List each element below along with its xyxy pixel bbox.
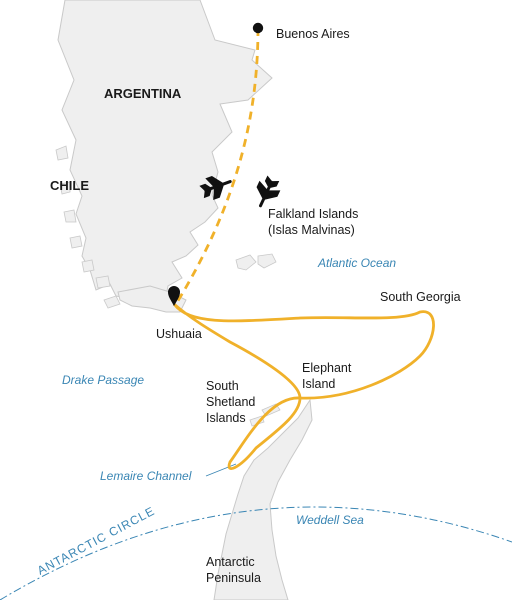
atlantic-ocean-label: Atlantic Ocean	[317, 256, 396, 270]
antarctic-peninsula-label-line1: Antarctic	[206, 555, 255, 569]
voyage-route	[172, 302, 435, 470]
south-shetland-label-line2: Shetland	[206, 395, 255, 409]
south-america-landmass	[57, 0, 273, 301]
falkland-label-line1: Falkland Islands	[268, 207, 358, 221]
antarctic-peninsula-label-line2: Peninsula	[206, 571, 261, 585]
falkland-label-line2: (Islas Malvinas)	[268, 223, 355, 237]
chilean-islets	[55, 145, 121, 309]
lemaire-leader-line	[205, 463, 237, 477]
south-shetland-label-line3: Islands	[206, 411, 246, 425]
chile-label: CHILE	[50, 178, 89, 193]
antarctic-circle-label: ANTARCTIC CIRCLE	[35, 504, 157, 578]
argentina-label: ARGENTINA	[104, 86, 182, 101]
antarctic-peninsula-landmass	[213, 398, 313, 600]
location-pin-icon	[168, 286, 180, 306]
drake-passage-label: Drake Passage	[62, 373, 144, 387]
buenos-aires-label: Buenos Aires	[276, 27, 350, 41]
elephant-island-label-line1: Elephant	[302, 361, 352, 375]
elephant-island-label-line2: Island	[302, 377, 335, 391]
flight-route	[174, 27, 260, 305]
ushuaia-label: Ushuaia	[156, 327, 202, 341]
weddell-sea-label: Weddell Sea	[296, 513, 364, 527]
airplane-icon	[199, 175, 232, 200]
falkland-islands-landmass	[235, 253, 277, 271]
airplane-icon	[256, 175, 281, 208]
south-georgia-label: South Georgia	[380, 290, 461, 304]
lemaire-channel-label: Lemaire Channel	[100, 469, 192, 483]
south-shetland-label-line1: South	[206, 379, 239, 393]
buenos-aires-marker	[252, 22, 264, 34]
